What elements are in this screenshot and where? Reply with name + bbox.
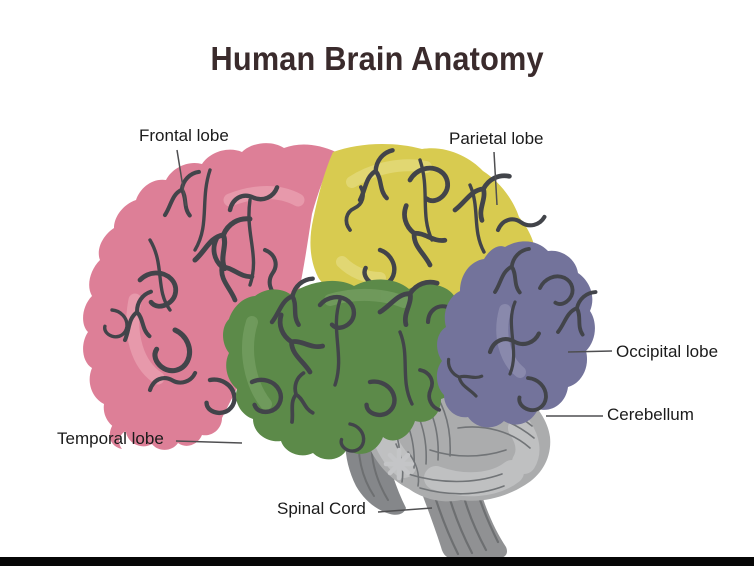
temporal-lobe-shape bbox=[223, 267, 475, 460]
frontal-lobe-shape bbox=[83, 143, 336, 450]
occipital-leader-line bbox=[567, 350, 613, 353]
spinal-cord-label: Spinal Cord bbox=[277, 499, 366, 518]
frontal-lobe-label: Frontal lobe bbox=[139, 126, 229, 145]
parietal-lobe-label: Parietal lobe bbox=[449, 129, 544, 148]
occipital-lobe-label: Occipital lobe bbox=[616, 342, 719, 361]
temporal-lobe-label: Temporal lobe bbox=[57, 429, 164, 448]
spinal-leader-line bbox=[377, 507, 433, 513]
temporal-leader-line bbox=[175, 440, 243, 444]
frontal-leader-line bbox=[176, 149, 187, 207]
cerebellum-label: Cerebellum bbox=[607, 405, 694, 424]
occipital-lobe-shape bbox=[436, 241, 600, 428]
page-title: Human Brain Anatomy bbox=[0, 40, 754, 78]
bottom-black-bar bbox=[0, 557, 754, 566]
parietal-leader-line bbox=[493, 151, 498, 206]
page-title-text: Human Brain Anatomy bbox=[210, 40, 544, 77]
leader-lines bbox=[175, 149, 613, 513]
arbor-vitae-star bbox=[383, 447, 415, 481]
